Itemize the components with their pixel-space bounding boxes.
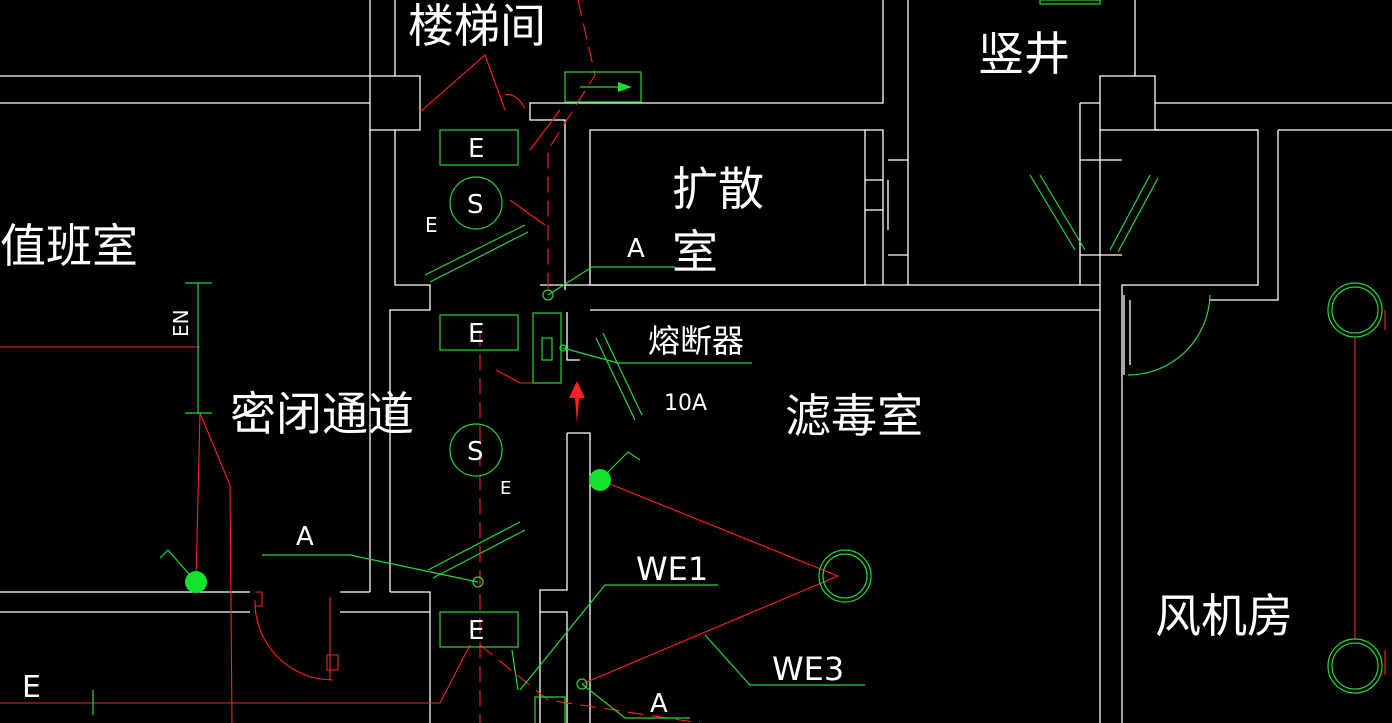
exit-box-2-label: E: [468, 319, 484, 349]
room-stairwell: 楼梯间: [408, 0, 546, 53]
fuse-rating: 10A: [664, 391, 707, 416]
switch-s-1: S: [467, 190, 484, 220]
room-duty: 值班室: [0, 219, 138, 273]
circuit-we3: WE3: [772, 650, 844, 688]
room-fan: 风机房: [1155, 589, 1293, 643]
light-fixture-1: [818, 549, 872, 603]
room-filter: 滤毒室: [785, 389, 923, 443]
exit-box-1-label: E: [468, 134, 484, 164]
tag-e-1: E: [425, 213, 438, 237]
tag-a-3: A: [650, 689, 668, 719]
switch-circle-2: [449, 423, 503, 477]
room-labels: 楼梯间 竖井 值班室 扩散 室 密闭通道 滤毒室 风机房: [0, 0, 1293, 643]
symbols: [92, 0, 1383, 723]
tag-e-2: E: [500, 478, 511, 499]
annotation-labels: 熔断器 10A WE1 WE3 A A A E E E EN E E E S S: [22, 134, 844, 719]
tag-en: EN: [169, 309, 193, 337]
tag-a-1: A: [627, 234, 645, 264]
room-diffusion-2: 室: [672, 225, 718, 279]
doors: [254, 174, 1211, 681]
exit-box-3-label: E: [468, 616, 484, 646]
switch-s-2: S: [467, 437, 484, 467]
light-fixture-3: [1327, 638, 1383, 694]
room-diffusion-1: 扩散: [672, 162, 764, 216]
exit-box-3: [439, 611, 519, 648]
light-fixture-2: [1327, 282, 1383, 338]
room-shaft: 竖井: [978, 27, 1070, 81]
tag-a-2: A: [296, 522, 314, 552]
tag-e-3: E: [22, 670, 41, 705]
room-airlock: 密闭通道: [230, 387, 414, 441]
exit-box-2: [439, 314, 519, 351]
exit-box-1: [439, 129, 519, 166]
switch-circle-1: [449, 176, 503, 230]
fuse-label: 熔断器: [648, 322, 744, 360]
fuse-box: [532, 312, 562, 384]
circuit-we1: WE1: [636, 550, 708, 588]
red-arrow-icon: [569, 381, 585, 424]
exit-sign-box-top: [564, 71, 642, 103]
